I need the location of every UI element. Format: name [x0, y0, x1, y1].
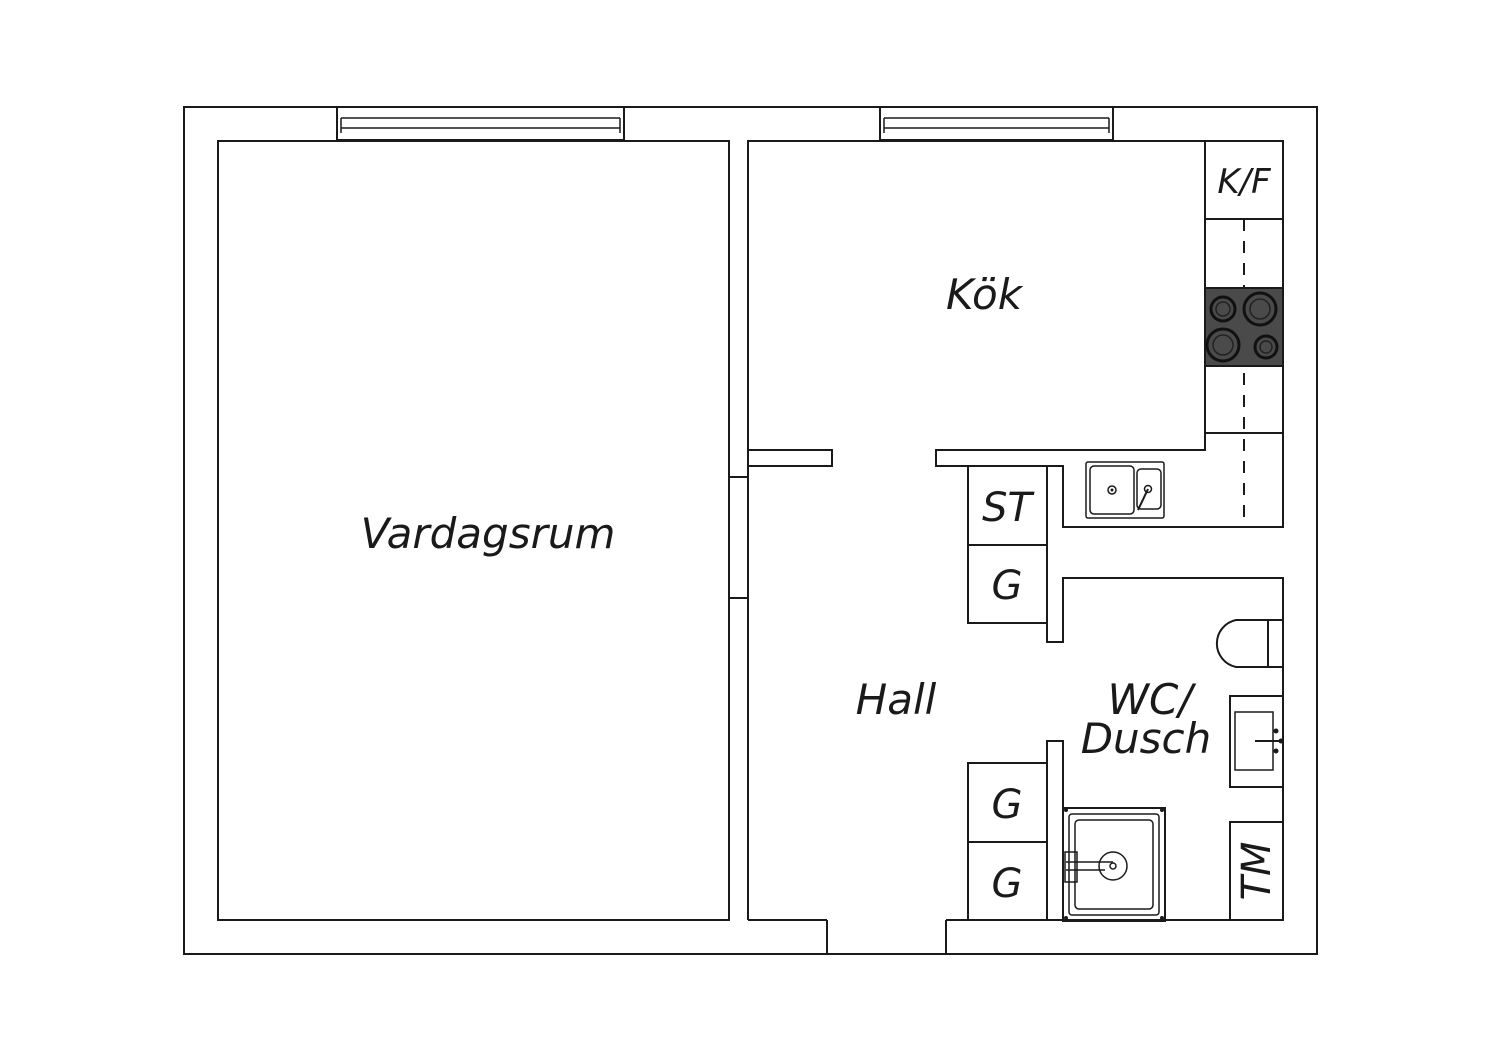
wardrobe-block-lower [967, 762, 1048, 921]
living-room-door-jamb-lower [729, 597, 749, 920]
label-wardrobe-st: ST [982, 485, 1035, 531]
washbasin-icon [1229, 695, 1284, 788]
room-label-hall: Hall [856, 675, 937, 724]
room-label-kitchen: Kök [946, 270, 1024, 319]
toilet-icon [1215, 619, 1284, 668]
label-closet-g-2: G [992, 782, 1023, 828]
living-room-area [217, 140, 730, 921]
kitchen-counter [1205, 218, 1283, 527]
stove-icon [1204, 287, 1284, 367]
label-closet-g-3: G [992, 861, 1023, 907]
window-living-room [336, 106, 625, 141]
window-kitchen [879, 106, 1114, 141]
washing-machine-box [1229, 821, 1284, 921]
shower-icon [1062, 807, 1166, 922]
label-closet-g-1: G [992, 563, 1023, 609]
room-label-bathroom-line1: WC/ [1107, 675, 1196, 724]
kitchen-sink-icon [1085, 461, 1165, 519]
label-washing-machine: TM [1234, 842, 1280, 901]
kitchen-partition-left [748, 449, 833, 467]
room-label-bathroom-line2: Dusch [1081, 714, 1212, 763]
room-label-living-room: Vardagsrum [361, 509, 616, 558]
label-fridge-freezer: K/F [1217, 162, 1271, 202]
kitchen-wall [747, 140, 1284, 920]
outer-wall [183, 106, 1318, 955]
